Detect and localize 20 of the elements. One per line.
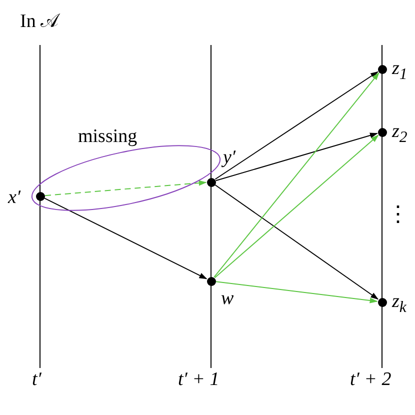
vertex-label: x′: [8, 188, 21, 207]
arrow: [44, 198, 208, 280]
arrow: [214, 184, 379, 300]
vertex-label: y′: [223, 148, 236, 167]
vertex-label: z$_{1}$: [392, 59, 408, 83]
arrow: [44, 180, 207, 196]
vertex-label: z$_{2}$: [392, 122, 408, 146]
arrow: [214, 134, 379, 278]
arrow: [214, 71, 378, 180]
axis-label: t′ + 2: [350, 370, 392, 389]
ellipsis-label: ⋮: [387, 203, 409, 225]
axis-label: t′ + 1: [178, 370, 220, 389]
diagram-heading: In 𝒜: [20, 12, 59, 31]
arrow: [214, 72, 380, 278]
arrow: [215, 281, 378, 304]
arrow: [215, 132, 378, 182]
vertex-label: w: [221, 289, 234, 308]
axis-label: t′: [32, 370, 42, 389]
vertex-label: z$_{k}$: [392, 292, 406, 316]
group-label: missing: [78, 127, 138, 146]
